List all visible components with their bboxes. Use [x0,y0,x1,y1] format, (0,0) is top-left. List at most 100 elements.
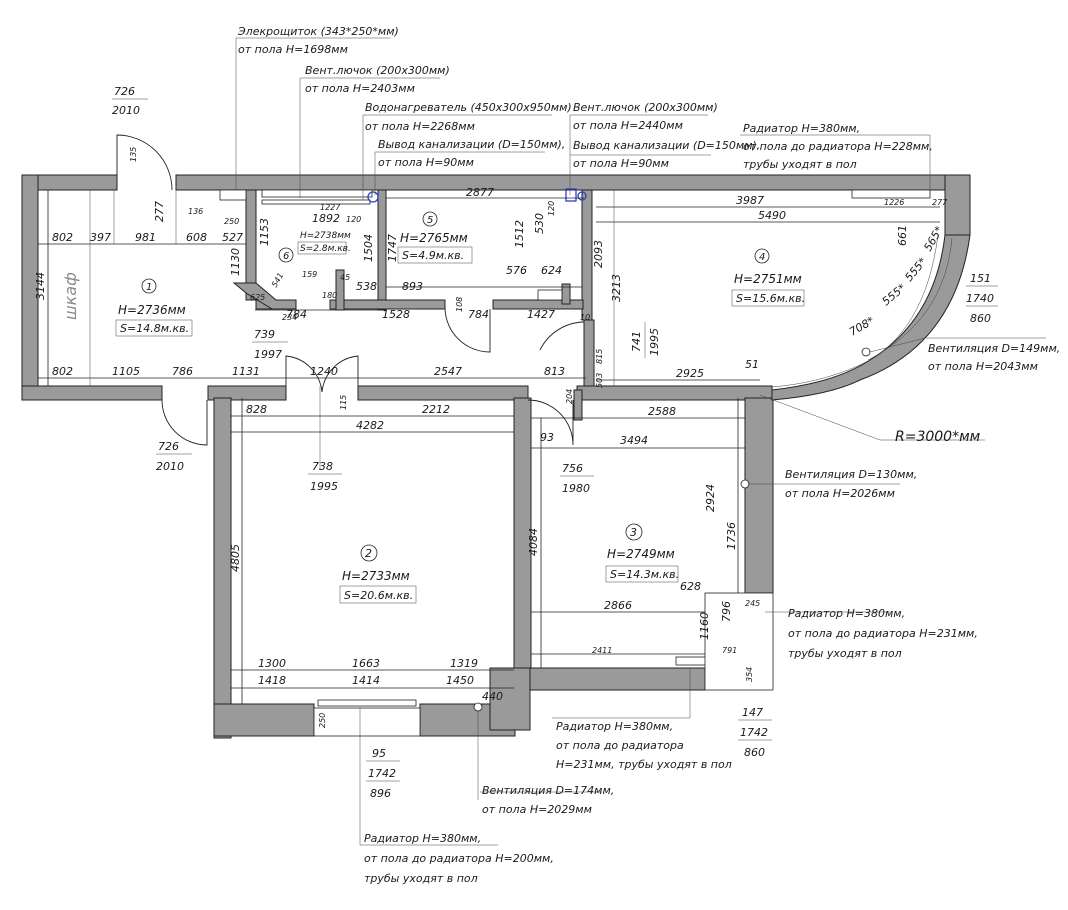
dim-2925: 2925 [676,367,704,380]
radius-label: R=3000*мм [895,429,981,445]
dim-565: 565* [921,224,946,254]
window2-c: 896 [370,787,391,800]
wall-room2-left [213,397,232,739]
radiator-top [851,189,931,199]
vent-low-line2: от пола Н=2029мм [482,803,592,816]
dim-791: 791 [722,646,737,655]
room3-door-swing [527,399,574,446]
dim-159: 159 [302,270,317,279]
dim-796: 796 [720,601,733,622]
vent-shaft-top [261,189,373,198]
dim-397: 397 [90,231,111,244]
radiator-bot-line2: от пола до радиатора Н=200мм, [364,852,554,865]
wall-room2-right-low [489,667,531,731]
dim-576: 576 [506,264,527,277]
room5-area: S=4.9м.кв. [402,249,464,262]
bath-door-swing [444,308,491,353]
sewer-1-label: Вывод канализации (D=150мм), [378,138,565,151]
dim-277-b: 277 [932,198,948,207]
dim-1226: 1226 [884,198,904,207]
room4-height: Н=2751мм [734,272,802,286]
room4-door-height: 1995 [648,328,661,356]
dim-802-bottom: 802 [52,365,73,378]
curve-inner-line [771,234,939,388]
dim-10: 10 [580,313,590,322]
dim-893: 893 [402,280,423,293]
dim-136: 136 [188,207,203,216]
room3-door-height: 1980 [562,482,590,495]
room3-door-width: 756 [562,462,583,475]
vent-right-line1: Вентиляция D=149мм, [928,342,1060,355]
bath-shelf [537,289,563,301]
dim-538: 538 [356,280,377,293]
dim-1240: 1240 [310,365,338,378]
dim-625: 625 [250,293,265,302]
dim-1319: 1319 [450,657,478,670]
dim-120-b: 120 [547,201,556,216]
dim-1153: 1153 [258,218,271,246]
dim-3494: 3494 [620,434,648,447]
dim-530: 530 [533,213,546,234]
outer-walls [21,174,971,739]
dim-2866: 2866 [604,599,632,612]
dim-4084: 4084 [527,528,540,556]
radiator-low-line2: от пола до радиатора [556,739,684,752]
room1-area: S=14.8м.кв. [120,322,189,335]
dim-2588: 2588 [648,405,676,418]
room4-number: 4 [759,252,765,263]
dim-784-right: 784 [468,308,489,321]
dimension-values: 802 397 981 608 527 3144 802 1105 786 11… [34,147,948,728]
vent-room2 [473,702,483,712]
vent-low-line1: Вентиляция D=174мм, [482,784,614,797]
entry-door-width: 726 [114,85,135,98]
dim-1418: 1418 [258,674,286,687]
dim-2547: 2547 [434,365,462,378]
room2-door-swing [285,355,359,400]
room4-door-swing [539,321,585,351]
dim-1131: 1131 [232,365,260,378]
electric-panel [219,189,247,201]
dim-3987: 3987 [736,194,764,207]
dim-4805: 4805 [229,544,242,572]
dim-2877: 2877 [466,186,494,199]
room2-height: Н=2733мм [342,569,410,583]
dim-608: 608 [186,231,207,244]
window3-a: 147 [742,706,763,719]
water-heater-label: Водонагреватель (450х300х950мм) [365,101,572,114]
dim-245: 245 [745,599,760,608]
dim-1427: 1427 [527,308,555,321]
dim-1512: 1512 [513,220,526,248]
hall-door-height: 2010 [156,460,184,473]
sewer-2-label: Вывод канализации (D=150мм), [573,139,760,152]
room5-height: Н=2765мм [400,231,468,245]
dim-555-b: 555* [880,281,909,308]
dim-624: 624 [541,264,562,277]
wardrobe-label: шкаф [61,272,80,320]
leader-lines [235,37,1046,846]
window-room3-box [704,592,774,691]
wall-bath-mid [377,189,387,311]
wall-bath-bottom-b [329,299,446,310]
fixtures [219,188,931,737]
dim-802-top: 802 [52,231,73,244]
dim-1450: 1450 [446,674,474,687]
dim-440: 440 [482,690,503,703]
window3-b: 1742 [740,726,768,739]
dim-277-a: 277 [153,201,166,222]
wall-room3-bottom [529,667,706,691]
opening-labels: 726 2010 726 2010 738 1995 739 1997 756 … [112,85,998,800]
wall-corridor-bottom-left [21,385,163,401]
dimension-lines [38,190,940,845]
dim-981: 981 [135,231,156,244]
radiator-top-line3: трубы уходят в пол [743,158,857,171]
window4-c: 860 [970,312,991,325]
dim-628: 628 [680,580,701,593]
dim-108: 108 [455,297,464,312]
vent-room4 [861,347,871,357]
radiator-bot-line3: трубы уходят в пол [364,872,478,885]
vent-hatch-2 [565,188,577,202]
dim-2411: 2411 [592,646,612,655]
dim-541: 541 [270,271,285,289]
room1-height: Н=2736мм [118,303,186,317]
dim-1736: 1736 [725,522,738,550]
